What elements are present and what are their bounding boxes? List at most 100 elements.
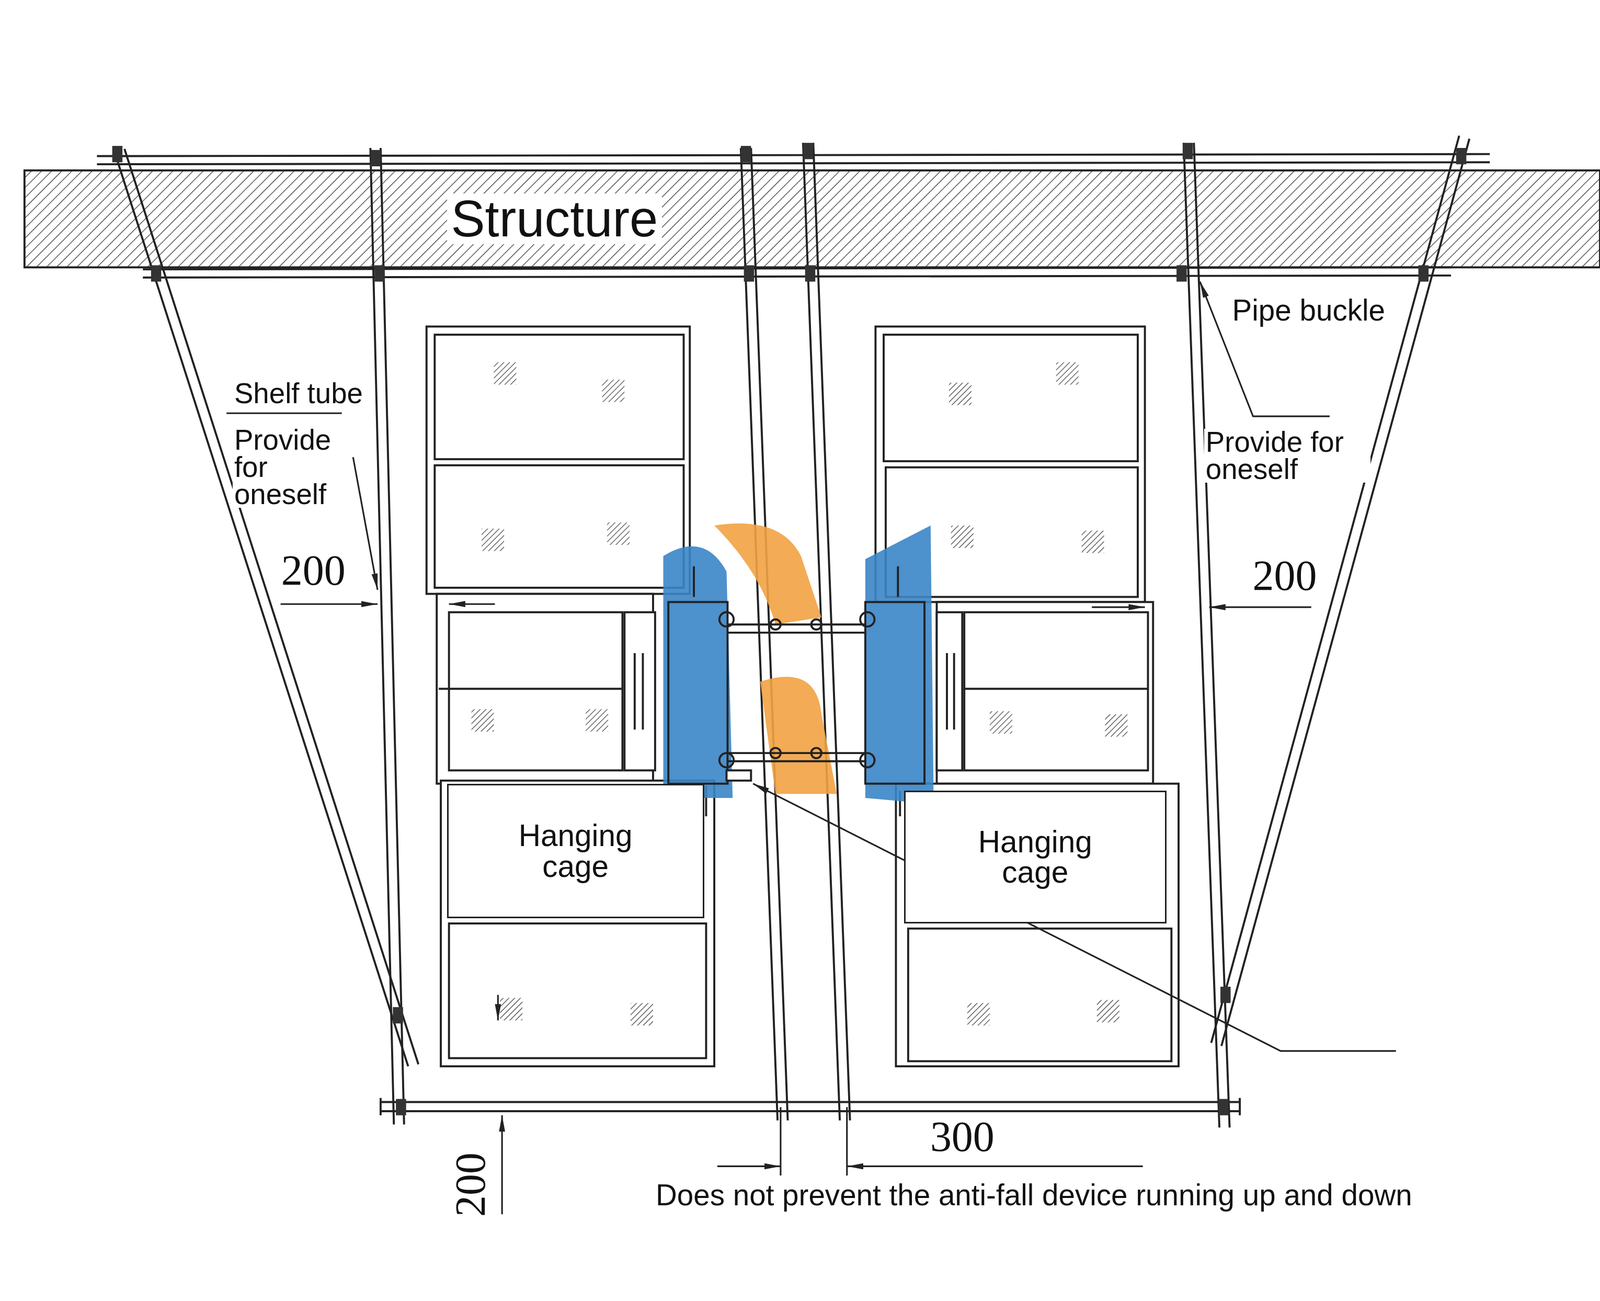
pipe-clamp: [1182, 142, 1194, 159]
glass-mark: [585, 709, 609, 732]
glass-mark: [607, 522, 630, 545]
pipe-clamp: [744, 265, 755, 282]
dimension-line: [717, 1165, 781, 1168]
glass-mark: [967, 1002, 990, 1026]
pipe-clamp: [803, 142, 814, 159]
logo-shape: [663, 546, 733, 798]
note-label: Provide for oneself: [1204, 428, 1371, 484]
roller: [860, 612, 875, 627]
glass-mark: [951, 525, 974, 548]
cage-label: Hanging cage: [958, 826, 1112, 888]
glass-mark: [1105, 714, 1128, 737]
cage-panel: [883, 334, 1138, 462]
cage-frame: [895, 783, 1179, 1067]
vertical-tube: [1193, 142, 1230, 1128]
cage-door: [936, 612, 963, 771]
door-handle: [642, 653, 645, 730]
note-label: Provide for oneself: [232, 426, 351, 509]
cage-frame: [440, 780, 715, 1067]
note-label: Does not prevent the anti-fall device ru…: [654, 1180, 1414, 1211]
diagonal-brace: [1210, 135, 1459, 1044]
device-rail: [727, 760, 865, 763]
pipe-clamp: [1218, 1099, 1229, 1116]
device-bar: [692, 566, 695, 598]
dimension-value: 200: [279, 549, 348, 592]
under-tube: [142, 275, 1451, 278]
pipe-clamp: [392, 1007, 404, 1024]
door-handle: [945, 653, 948, 730]
dimension-line: [847, 1165, 1144, 1168]
vertical-tube: [1183, 142, 1220, 1128]
cage-door: [624, 612, 656, 771]
leader-line: [226, 412, 342, 415]
cage-rail: [964, 687, 1148, 690]
glass-mark: [1096, 999, 1120, 1023]
dimension-value: 200: [1251, 554, 1319, 598]
pipe-clamp: [151, 265, 162, 282]
glass-mark: [494, 362, 517, 385]
logo-shape: [865, 525, 934, 805]
roller: [810, 619, 822, 630]
part-label: Pipe buckle: [1230, 295, 1388, 326]
pipe-clamp: [374, 265, 385, 282]
structure-label: Structure: [447, 193, 662, 245]
vertical-tube: [750, 147, 788, 1121]
note-label: Provide for oneself: [234, 424, 331, 511]
dimension-value: 200: [449, 1150, 493, 1219]
pipe-clamp: [395, 1099, 407, 1116]
door-handle: [633, 653, 636, 730]
structure-band: Structure: [24, 170, 1600, 268]
dimension-value: 300: [930, 1112, 995, 1161]
vertical-tube: [380, 147, 405, 1125]
glass-mark: [989, 711, 1013, 734]
cage-panel: [964, 612, 1148, 771]
note-label: Does not prevent the anti-fall device ru…: [655, 1178, 1413, 1212]
extension-line: [779, 1106, 782, 1176]
pipe-clamp: [112, 145, 123, 163]
cage-panel: [449, 923, 707, 1059]
cage-panel: Hanging cage: [447, 783, 705, 919]
dimension-line: [1209, 606, 1312, 609]
diagonal-brace: [114, 151, 409, 1067]
pipe-clamp: [1220, 986, 1231, 1003]
device-rail: [727, 751, 865, 754]
dimension-line: [1091, 606, 1145, 609]
roller: [770, 619, 781, 630]
dimension-line: [501, 1115, 504, 1215]
pipe-clamp: [1456, 147, 1467, 165]
dimension-line: [497, 995, 499, 1021]
leader-line: [752, 783, 1396, 1051]
tube-end: [1238, 1098, 1241, 1116]
cage-label: Hanging cage: [498, 820, 653, 882]
under-tube: [142, 267, 1451, 270]
tube-end: [379, 1098, 382, 1116]
logo-shape: [760, 676, 837, 794]
scaffold-tubes: [96, 135, 1490, 1128]
glass-marks: [465, 362, 1153, 1026]
glass-mark: [481, 528, 505, 552]
cage-panel: [449, 612, 623, 771]
bottom-tube: [380, 1101, 1240, 1104]
cage-frame: [436, 593, 654, 784]
cage-panel: [434, 465, 684, 588]
vertical-tube: [740, 147, 778, 1121]
note-label: Provide for oneself: [1205, 426, 1344, 486]
dimension-value: 200: [1252, 551, 1318, 600]
anti-fall-device: [668, 566, 925, 784]
extension-line: [846, 1106, 848, 1176]
glass-mark: [949, 382, 972, 406]
roller: [770, 747, 781, 759]
glass-mark: [1081, 530, 1105, 554]
leaders-dimensions: [226, 281, 1396, 1215]
dimension-value: 200: [446, 1152, 495, 1217]
device-frame: [668, 601, 728, 784]
top-tube: [96, 162, 1490, 165]
watermark-logo: [663, 523, 934, 805]
part-label: Pipe buckle: [1232, 293, 1386, 327]
leader-line: [352, 456, 378, 590]
roller: [860, 752, 875, 768]
diagonal-brace: [124, 149, 419, 1065]
door-handle: [953, 653, 956, 730]
